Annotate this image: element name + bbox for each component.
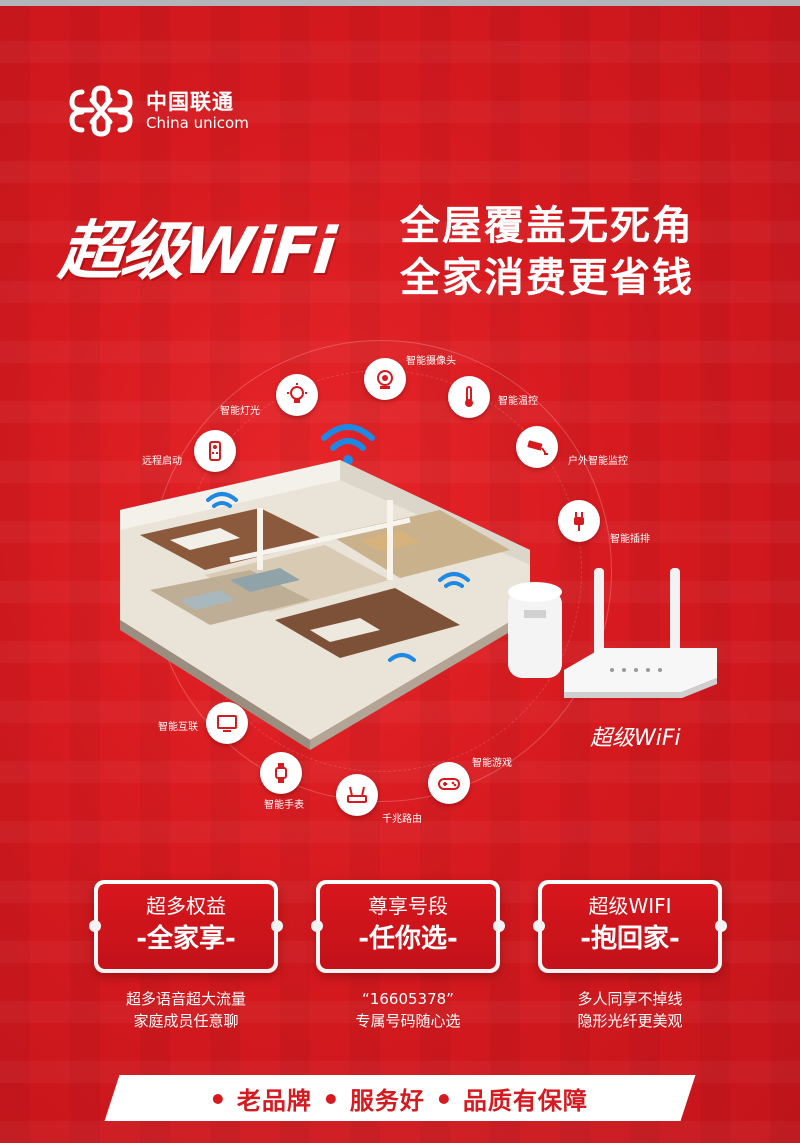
feature-label: 智能游戏 xyxy=(472,758,512,769)
router-icon xyxy=(347,786,367,803)
slogan-quality-guarantee: 品质有保障 xyxy=(462,1086,588,1115)
bottom-slogan-banner: 老品牌 服务好 品质有保障 xyxy=(104,1075,696,1121)
card-subtitle: 超级WIFI xyxy=(588,894,672,918)
slogan-good-service: 服务好 xyxy=(349,1086,425,1115)
camera-icon xyxy=(377,370,393,389)
top-border xyxy=(0,0,800,6)
feature-smart-connect: 智能互联 xyxy=(158,702,248,744)
feature-label: 户外智能监控 xyxy=(568,456,628,467)
brand-title: 超级WiFi xyxy=(55,215,338,289)
feature-remote-start: 远程启动 xyxy=(142,430,236,472)
router-caption: 超级WiFi xyxy=(590,726,681,751)
feature-smart-light: 智能灯光 xyxy=(220,374,318,417)
benefit-card-number: 尊享号段 -任你选- xyxy=(311,880,505,973)
feature-camera: 智能摄像头 xyxy=(364,356,456,400)
tv-icon xyxy=(217,715,237,732)
feature-label: 智能互联 xyxy=(158,722,198,733)
feature-outdoor-cctv: 户外智能监控 xyxy=(516,426,628,468)
cctv-icon xyxy=(527,440,548,455)
feature-smart-plug: 智能插排 xyxy=(558,500,650,545)
feature-label: 智能灯光 xyxy=(220,406,260,417)
card-subtitle: 尊享号段 xyxy=(368,894,448,918)
feature-label: 智能摄像头 xyxy=(406,356,456,367)
watch-icon xyxy=(275,763,287,783)
feature-smart-watch: 智能手表 xyxy=(260,752,304,811)
feature-label: 千兆路由 xyxy=(382,814,422,825)
bullet-dot xyxy=(438,1093,449,1103)
slogan-line-1: 全屋覆盖无死角 xyxy=(400,203,694,249)
feature-label: 智能插排 xyxy=(610,534,650,545)
card-subtitle: 超多权益 xyxy=(146,894,226,918)
card-title: -全家享- xyxy=(136,924,236,954)
card-description-family: 超多语音超大流量 家庭成员任意聊 xyxy=(94,988,278,1032)
card-title: -任你选- xyxy=(358,924,458,954)
unicom-knot-icon xyxy=(69,85,133,137)
feature-smart-game: 智能游戏 xyxy=(428,758,512,804)
card-desc-line-1: 多人同享不掉线 xyxy=(577,990,683,1008)
isometric-house-illustration xyxy=(120,460,530,750)
logo-chinese-name: 中国联通 xyxy=(146,90,234,114)
wifi-signal-icon xyxy=(321,424,375,465)
card-desc-line-1: “16605378” xyxy=(362,990,454,1008)
card-desc-line-2: 家庭成员任意聊 xyxy=(133,1012,239,1030)
slogan-old-brand: 老品牌 xyxy=(236,1086,312,1115)
gamepad-icon xyxy=(438,778,460,790)
benefit-card-wifi: 超级WIFI -抱回家- xyxy=(533,880,727,973)
router-devices xyxy=(508,568,717,698)
china-unicom-logo: 中国联通 China unicom xyxy=(62,82,249,140)
slogan-line-2: 全家消费更省钱 xyxy=(400,255,694,301)
card-description-number: “16605378” 专属号码随心选 xyxy=(316,988,500,1032)
plug-icon xyxy=(574,512,584,531)
feature-label: 远程启动 xyxy=(142,456,182,467)
benefit-card-family: 超多权益 -全家享- xyxy=(89,880,283,973)
card-description-wifi: 多人同享不掉线 隐形光纤更美观 xyxy=(538,988,722,1032)
card-desc-line-1: 超多语音超大流量 xyxy=(125,990,246,1008)
feature-thermostat: 智能温控 xyxy=(448,376,538,418)
logo-english-name: China unicom xyxy=(146,114,249,132)
bullet-dot xyxy=(212,1093,223,1103)
card-title: -抱回家- xyxy=(580,924,680,954)
card-desc-line-2: 专属号码随心选 xyxy=(355,1012,461,1030)
bulb-icon xyxy=(287,383,307,403)
card-desc-line-2: 隐形光纤更美观 xyxy=(577,1012,683,1030)
bullet-dot xyxy=(325,1093,336,1103)
thermometer-icon xyxy=(465,386,473,407)
feature-gigabit-router: 千兆路由 xyxy=(336,774,422,825)
feature-label: 智能手表 xyxy=(264,800,304,811)
feature-label: 智能温控 xyxy=(498,396,538,407)
remote-icon xyxy=(209,441,221,461)
headline-slogans: 全屋覆盖无死角 全家消费更省钱 xyxy=(400,200,694,304)
